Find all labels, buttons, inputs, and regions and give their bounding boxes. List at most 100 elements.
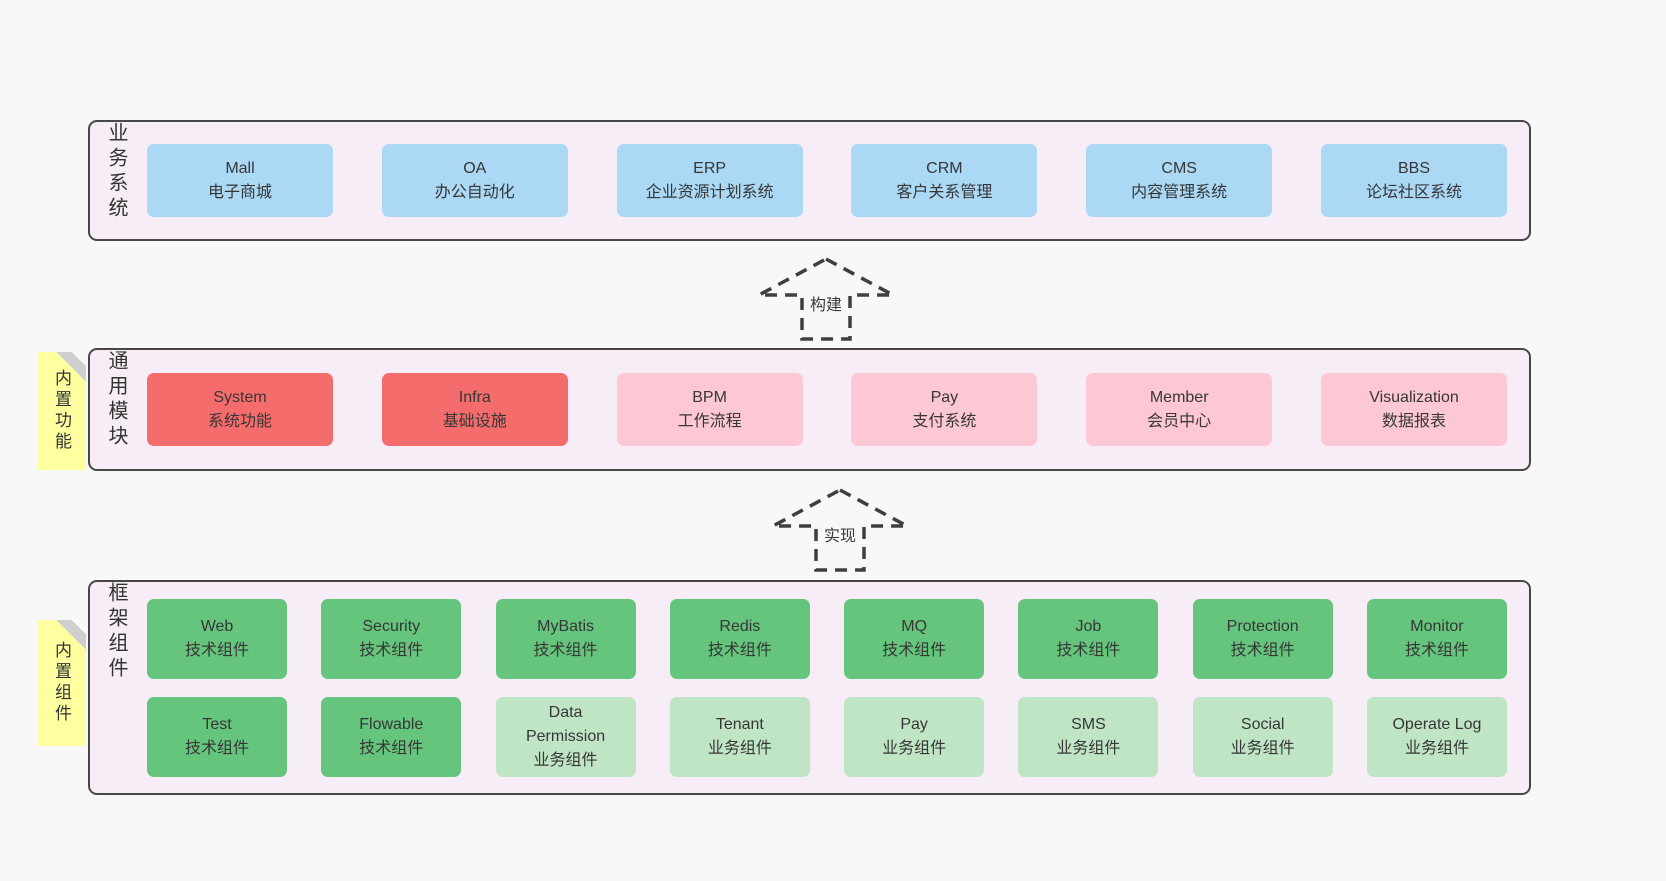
box-subtitle: 支付系统 (912, 412, 977, 430)
box-subtitle: 技术组件 (184, 739, 249, 757)
box-title: Pay (900, 715, 928, 733)
box-crm: CRM 客户关系管理 (851, 144, 1038, 217)
box-subtitle: 基础设施 (442, 412, 507, 430)
box-title: OA (463, 159, 487, 177)
box-subtitle: 工作流程 (677, 412, 742, 430)
box-title: Redis (719, 617, 761, 635)
business-boxes: Mall 电子商城 OA 办公自动化 ERP 企业资源计划系统 CRM 客户关系… (147, 122, 1507, 239)
box-subtitle: 论坛社区系统 (1365, 183, 1462, 201)
box-title: Operate Log (1392, 715, 1482, 733)
box-title: Data Permission (525, 703, 606, 745)
box-sms: SMS 业务组件 (1018, 696, 1159, 777)
box-operate-log: Operate Log 业务组件 (1366, 696, 1507, 777)
box-bpm: BPM 工作流程 (616, 373, 803, 446)
panel-business-label: 业务系统 (105, 122, 127, 222)
panel-components-label: 框架组件 (105, 582, 127, 682)
box-subtitle: 技术组件 (1056, 641, 1121, 659)
panel-common-modules: 通用模块 System 系统功能 Infra 基础设施 BPM 工作流程 Pay… (88, 348, 1531, 471)
box-mybatis: MyBatis 技术组件 (495, 598, 636, 679)
box-title: BPM (692, 388, 727, 406)
box-mall: Mall 电子商城 (147, 144, 333, 217)
panel-business-systems: 业务系统 Mall 电子商城 OA 办公自动化 ERP 企业资源计划系统 CRM… (88, 120, 1531, 241)
box-title: Infra (458, 388, 491, 406)
up-arrow-icon (758, 257, 894, 341)
box-title: Protection (1226, 617, 1299, 635)
box-oa: OA 办公自动化 (381, 144, 568, 217)
box-subtitle: 技术组件 (1230, 641, 1295, 659)
box-subtitle: 业务组件 (707, 739, 772, 757)
box-subtitle: 技术组件 (1404, 641, 1469, 659)
arrow-implement-label: 实现 (820, 521, 860, 547)
arrow-build: 构建 (756, 256, 896, 342)
box-subtitle: 数据报表 (1381, 412, 1446, 430)
arrow-implement: 实现 (770, 487, 910, 573)
box-subtitle: 业务组件 (1404, 739, 1469, 757)
box-title: Mall (225, 159, 255, 177)
box-subtitle: 技术组件 (707, 641, 772, 659)
sticky-note-builtin-features: 内置功能 (37, 352, 86, 470)
box-system: System 系统功能 (147, 373, 333, 446)
box-subtitle: 技术组件 (533, 641, 598, 659)
box-subtitle: 会员中心 (1147, 412, 1212, 430)
box-subtitle: 业务组件 (1230, 739, 1295, 757)
box-title: ERP (693, 159, 727, 177)
component-row-2: Test 技术组件 Flowable 技术组件 Data Permission … (147, 696, 1507, 777)
box-data-permission: Data Permission 业务组件 (495, 696, 636, 777)
box-title: Social (1240, 715, 1285, 733)
box-subtitle: 技术组件 (184, 641, 249, 659)
box-title: MQ (901, 617, 928, 635)
box-subtitle: 办公自动化 (434, 183, 515, 201)
box-title: Flowable (359, 715, 424, 733)
box-subtitle: 电子商城 (207, 183, 272, 201)
panel-modules-label: 通用模块 (105, 350, 127, 450)
module-boxes: System 系统功能 Infra 基础设施 BPM 工作流程 Pay 支付系统… (147, 350, 1507, 469)
box-job: Job 技术组件 (1018, 598, 1159, 679)
box-protection: Protection 技术组件 (1192, 598, 1333, 679)
box-mq: MQ 技术组件 (844, 598, 985, 679)
box-member: Member 会员中心 (1086, 373, 1273, 446)
box-title: Pay (930, 388, 959, 406)
panel-framework-components: 框架组件 Web 技术组件 Security 技术组件 MyBatis 技术组件… (88, 580, 1531, 795)
box-title: Tenant (715, 715, 764, 733)
box-title: Test (202, 715, 232, 733)
up-arrow-icon (772, 488, 908, 572)
box-monitor: Monitor 技术组件 (1366, 598, 1507, 679)
box-title: MyBatis (537, 617, 595, 635)
box-title: Monitor (1410, 617, 1464, 635)
box-visualization: Visualization 数据报表 (1320, 373, 1507, 446)
box-title: Member (1149, 388, 1209, 406)
box-subtitle: 技术组件 (882, 641, 947, 659)
box-security: Security 技术组件 (321, 598, 462, 679)
box-social: Social 业务组件 (1192, 696, 1333, 777)
box-subtitle: 业务组件 (533, 751, 598, 769)
box-subtitle: 内容管理系统 (1131, 183, 1228, 201)
box-subtitle: 业务组件 (1056, 739, 1121, 757)
sticky-label: 内置功能 (52, 369, 71, 453)
box-title: Security (362, 617, 421, 635)
arrow-build-label: 构建 (806, 290, 846, 316)
box-flowable: Flowable 技术组件 (321, 696, 462, 777)
box-subtitle: 技术组件 (359, 739, 424, 757)
box-erp: ERP 企业资源计划系统 (616, 144, 803, 217)
component-rows: Web 技术组件 Security 技术组件 MyBatis 技术组件 Redi… (147, 582, 1507, 793)
sticky-note-builtin-components: 内置组件 (37, 620, 86, 746)
box-title: Visualization (1369, 388, 1459, 406)
box-subtitle: 系统功能 (207, 412, 272, 430)
box-title: SMS (1071, 715, 1106, 733)
box-title: Job (1075, 617, 1102, 635)
box-subtitle: 业务组件 (882, 739, 947, 757)
box-redis: Redis 技术组件 (669, 598, 810, 679)
sticky-label: 内置组件 (52, 641, 71, 725)
box-title: CMS (1161, 159, 1197, 177)
box-title: CRM (926, 159, 963, 177)
box-subtitle: 企业资源计划系统 (645, 183, 774, 201)
box-bbs: BBS 论坛社区系统 (1320, 144, 1507, 217)
box-cms: CMS 内容管理系统 (1086, 144, 1273, 217)
box-pay-biz: Pay 业务组件 (844, 696, 985, 777)
box-title: System (213, 388, 267, 406)
box-title: BBS (1397, 159, 1430, 177)
component-row-1: Web 技术组件 Security 技术组件 MyBatis 技术组件 Redi… (147, 598, 1507, 679)
box-title: Web (200, 617, 234, 635)
box-test: Test 技术组件 (147, 696, 287, 777)
